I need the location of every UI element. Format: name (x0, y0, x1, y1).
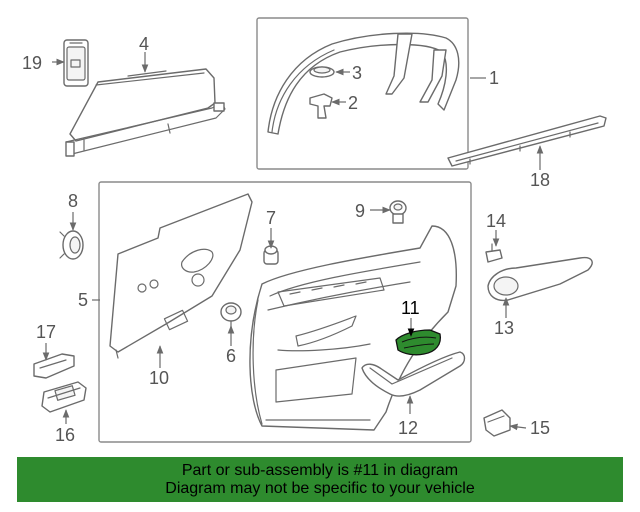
leader-lines (42, 52, 544, 431)
callout-5: 5 (78, 290, 88, 310)
part-12-armrest (361, 351, 466, 397)
part-17-lamp (33, 353, 75, 379)
callout-17: 17 (36, 322, 56, 342)
parts-diagram: 19 4 1 3 2 18 8 9 7 5 14 10 6 11 13 12 1… (22, 17, 607, 445)
part-2-clip (309, 93, 333, 119)
part-5-door-trim-panel (249, 225, 457, 431)
callout-4: 4 (139, 34, 149, 54)
part-18-sill-molding (447, 115, 607, 167)
callout-18: 18 (530, 170, 550, 190)
callout-3: 3 (352, 63, 362, 83)
group-box-5 (98, 181, 472, 443)
callout-1: 1 (489, 68, 499, 88)
callout-6: 6 (226, 346, 236, 366)
part-1-pillar-trim (267, 32, 460, 135)
callout-14: 14 (486, 211, 506, 231)
callout-2: 2 (348, 93, 358, 113)
callout-7: 7 (266, 208, 276, 228)
callout-9: 9 (355, 201, 365, 221)
callout-8: 8 (68, 191, 78, 211)
callout-13: 13 (494, 318, 514, 338)
callout-19: 19 (22, 53, 42, 73)
part-14-clip (485, 243, 503, 263)
part-7-grommet (263, 245, 279, 265)
part-4-cargo-cover (65, 68, 226, 157)
callout-labels: 19 4 1 3 2 18 8 9 7 5 14 10 6 11 13 12 1… (22, 34, 550, 445)
part-8-speaker (59, 230, 84, 260)
part-6-fastener (220, 302, 242, 331)
part-10-panel-backing (109, 193, 253, 359)
part-3-cap (309, 66, 335, 78)
callout-12: 12 (398, 418, 418, 438)
banner-line-1: Part or sub-assembly is #11 in diagram (181, 462, 459, 479)
info-banner: Part or sub-assembly is #11 in diagram D… (17, 457, 623, 502)
callout-11: 11 (401, 298, 420, 318)
part-16-lamp-assembly (41, 381, 87, 413)
callout-16: 16 (55, 425, 75, 445)
callout-15: 15 (530, 418, 550, 438)
part-13-trim-bezel (487, 256, 593, 302)
callout-10: 10 (149, 368, 169, 388)
part-15-connector (483, 409, 511, 437)
part-9-plug (389, 200, 407, 224)
group-box-1 (256, 17, 469, 170)
banner-line-2: Diagram may not be specific to your vehi… (165, 480, 475, 497)
part-19-switch-module (63, 39, 89, 87)
